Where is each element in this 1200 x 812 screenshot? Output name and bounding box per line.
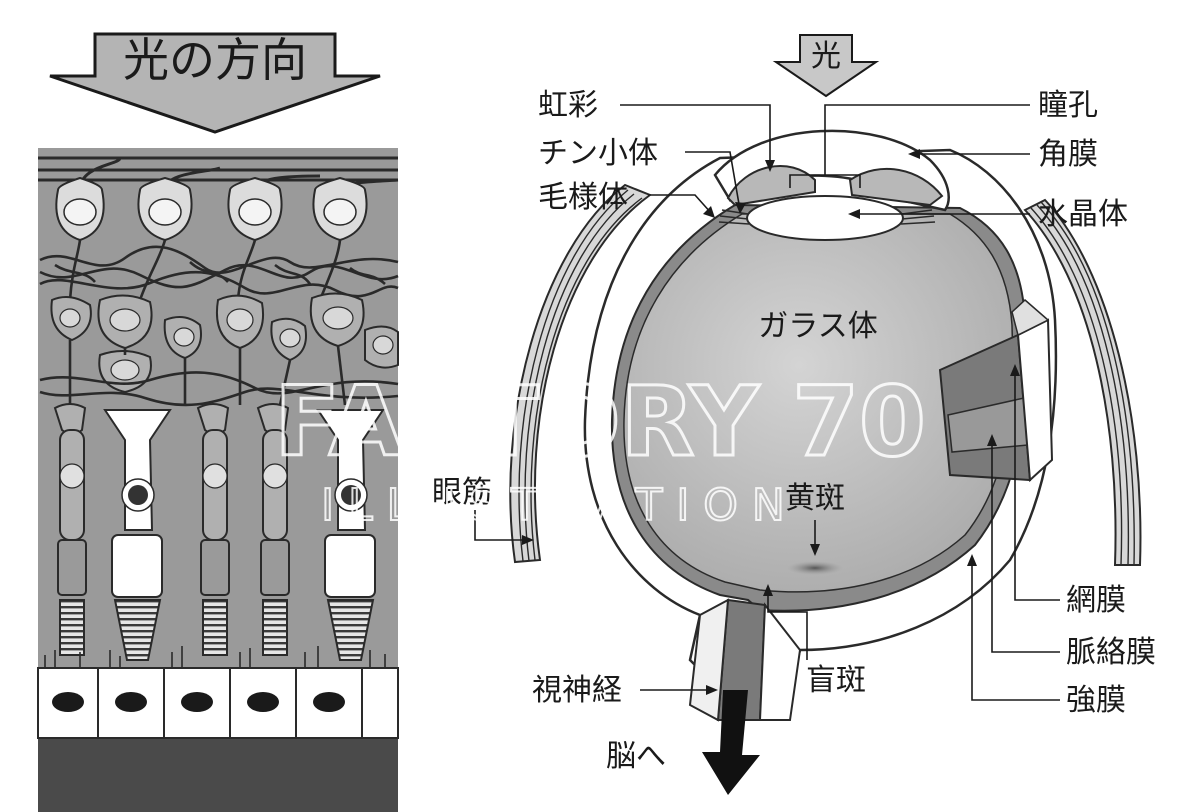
to-brain-arrow <box>702 690 760 795</box>
retina-cell-diagram: 光の方向 <box>37 32 399 812</box>
label-macula: 黄斑 <box>785 481 845 516</box>
eyeball-cross-section: 光 <box>509 34 1142 795</box>
bipolar-cell <box>309 292 365 348</box>
label-pupil: 瞳孔 <box>1038 88 1098 123</box>
eye-muscle <box>509 183 1142 566</box>
vitreous-body <box>623 213 1014 593</box>
labels: 虹彩 チン小体 毛様体 瞳孔 角膜 水晶体 ガラス体 眼筋 黄斑 網膜 脈絡膜 … <box>432 88 1156 774</box>
label-sclera: 強膜 <box>1066 683 1126 718</box>
bipolar-cell-row <box>50 292 399 394</box>
bipolar-cell <box>97 294 153 350</box>
label-ciliary-body: 毛様体 <box>538 180 628 215</box>
lens <box>746 195 904 241</box>
macula-spot <box>787 561 843 575</box>
label-zinn-zonule: チン小体 <box>538 136 658 171</box>
leader-lines <box>474 104 1060 701</box>
label-choroid: 脈絡膜 <box>1066 635 1156 670</box>
watermark-sub: ILLUSTRATION <box>321 480 799 531</box>
cone-cell <box>103 409 172 661</box>
label-optic-nerve: 視神経 <box>532 673 622 708</box>
amacrine-cell <box>270 317 307 362</box>
bipolar-cell <box>364 325 399 369</box>
amacrine-cell <box>50 295 92 342</box>
outer-plexiform-layer <box>39 340 399 407</box>
ganglion-cell <box>227 176 283 242</box>
rod-cell <box>196 403 230 656</box>
label-eye-muscle: 眼筋 <box>432 475 492 510</box>
iris <box>726 165 944 207</box>
watermark-main: FACTORY 70 <box>274 366 926 478</box>
ganglion-cell <box>137 176 193 242</box>
amacrine-cell <box>163 315 202 360</box>
label-iris: 虹彩 <box>538 88 598 123</box>
rod-cell <box>256 403 290 656</box>
leader-arrowheads <box>522 149 1020 695</box>
label-lens: 水晶体 <box>1038 197 1128 232</box>
label-to-brain: 脳へ <box>606 739 666 774</box>
bipolar-cell <box>216 294 264 350</box>
rod-cell <box>53 403 87 656</box>
ganglion-cell-row <box>55 176 368 242</box>
light-label: 光 <box>811 39 841 74</box>
incoming-light-arrow: 光 <box>772 34 880 98</box>
watermark: FACTORY 70 ILLUSTRATION <box>273 365 928 533</box>
pigment-epithelium-row <box>37 646 399 739</box>
label-retina: 網膜 <box>1066 583 1126 618</box>
photoreceptor-layer <box>53 403 385 661</box>
retina-layer-cutout <box>938 298 1054 483</box>
ganglion-cell <box>55 176 105 242</box>
light-direction-label: 光の方向 <box>123 33 307 87</box>
inner-plexiform-layer <box>39 239 399 301</box>
ganglion-cell <box>312 176 368 242</box>
light-direction-arrow: 光の方向 <box>49 32 381 134</box>
label-blind-spot: 盲斑 <box>806 663 866 698</box>
label-vitreous: ガラス体 <box>758 309 877 344</box>
label-cornea: 角膜 <box>1038 137 1098 172</box>
pigment-epithelium-floor <box>38 738 398 812</box>
cone-cell <box>316 409 385 661</box>
